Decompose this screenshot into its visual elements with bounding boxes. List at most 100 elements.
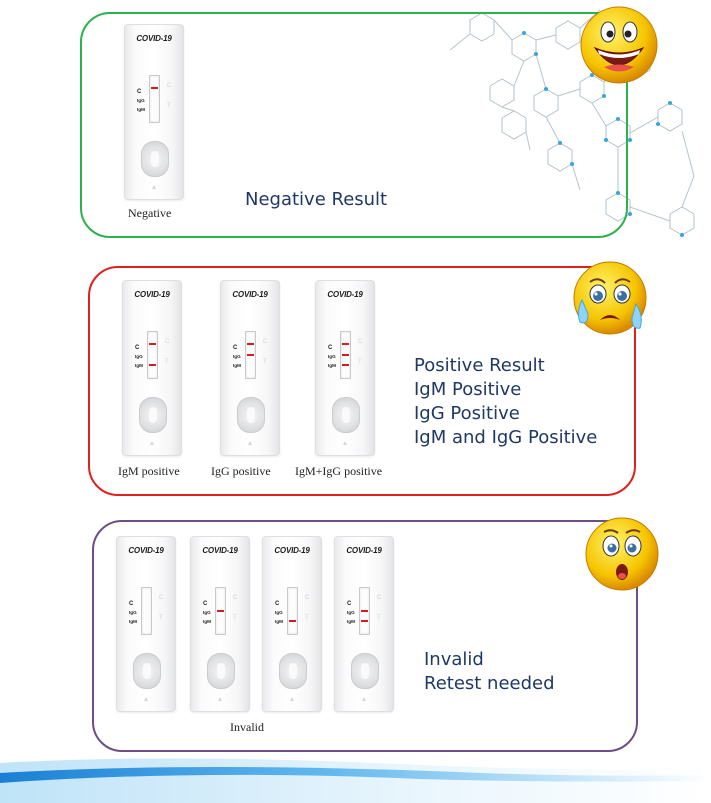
test-line [342, 364, 349, 366]
strip-title: COVID-19 [128, 546, 164, 555]
arrow-mark [144, 697, 148, 701]
test-strip: COVID-19 C IgG IgM C T [262, 536, 322, 712]
strip-mark-t: T [263, 359, 267, 365]
result-window [147, 331, 158, 379]
test-strip: COVID-19 C IgG IgM C T [124, 24, 184, 200]
sample-well [351, 653, 379, 689]
test-strip: COVID-19 C IgG IgM C T [334, 536, 394, 712]
strip-label-igg: IgG [137, 98, 145, 103]
negative-result-panel: COVID-19 C IgG IgM C T Negative Negative… [80, 12, 628, 238]
result-window [215, 587, 226, 635]
strip-mark-t: T [167, 103, 171, 109]
control-line [247, 343, 254, 345]
result-window [340, 331, 351, 379]
test-line [289, 620, 296, 622]
strip-mark-c: C [159, 595, 164, 601]
arrow-mark [248, 441, 252, 445]
sample-well [139, 397, 167, 433]
strip-title: COVID-19 [327, 290, 363, 299]
result-text: Negative Result [245, 189, 388, 210]
strip-mark-c: C [358, 339, 363, 345]
sample-well [207, 653, 235, 689]
sample-well [237, 397, 265, 433]
test-strip: COVID-19 C IgG IgM C T [122, 280, 182, 456]
strip-mark-t: T [305, 615, 309, 621]
strip-label-c: C [275, 601, 280, 607]
strip-mark-c: C [233, 595, 238, 601]
result-line: Positive Result [414, 355, 545, 376]
sample-well [279, 653, 307, 689]
strip-label-igg: IgG [347, 610, 355, 615]
strip-label-igm: IgM [137, 107, 145, 112]
strip-label-c: C [347, 601, 352, 607]
strip-label-c: C [203, 601, 208, 607]
result-line: Retest needed [424, 673, 555, 694]
strip-mark-t: T [377, 615, 381, 621]
strip-label-igm: IgM [347, 619, 355, 624]
strip-label-igm: IgM [275, 619, 283, 624]
strip-label-igg: IgG [135, 354, 143, 359]
bottom-wave-banner [0, 758, 711, 803]
control-line [342, 343, 349, 345]
result-window [141, 587, 152, 635]
strip-mark-c: C [167, 83, 172, 89]
result-text: Invalid Retest needed [424, 648, 555, 696]
arrow-mark [290, 697, 294, 701]
result-line: IgG Positive [414, 403, 520, 424]
strip-label-igg: IgG [233, 354, 241, 359]
sample-well [332, 397, 360, 433]
strip-label-igm: IgM [135, 363, 143, 368]
arrow-mark [343, 441, 347, 445]
result-window [149, 75, 160, 123]
test-strip: COVID-19 C IgG IgM C T [220, 280, 280, 456]
positive-result-panel: COVID-19 C IgG IgM C T COVID-19 C IgG Ig… [88, 266, 636, 496]
strip-title: COVID-19 [346, 546, 382, 555]
strip-title: COVID-19 [134, 290, 170, 299]
test-strip: COVID-19 C IgG IgM C T [116, 536, 176, 712]
arrow-mark [150, 441, 154, 445]
strip-label-c: C [137, 89, 142, 95]
strip-title: COVID-19 [274, 546, 310, 555]
result-line: IgM and IgG Positive [414, 427, 598, 448]
arrow-mark [152, 185, 156, 189]
strip-caption: IgM positive [118, 464, 180, 478]
sample-well [133, 653, 161, 689]
strip-label-igg: IgG [203, 610, 211, 615]
test-line [217, 610, 224, 612]
strip-label-c: C [129, 601, 134, 607]
strip-label-c: C [328, 345, 333, 351]
result-line: IgM Positive [414, 379, 522, 400]
test-strip: COVID-19 C IgG IgM C T [315, 280, 375, 456]
strip-label-igg: IgG [129, 610, 137, 615]
test-strip: COVID-19 C IgG IgM C T [190, 536, 250, 712]
strip-label-c: C [135, 345, 140, 351]
strip-title: COVID-19 [232, 290, 268, 299]
strip-label-c: C [233, 345, 238, 351]
strip-caption: Invalid [230, 720, 264, 734]
result-window [245, 331, 256, 379]
strip-mark-c: C [263, 339, 268, 345]
result-text: Positive Result IgM Positive IgG Positiv… [414, 354, 597, 450]
test-line [149, 364, 156, 366]
strip-caption: IgM+IgG positive [295, 464, 383, 478]
arrow-mark [362, 697, 366, 701]
strip-mark-t: T [159, 615, 163, 621]
test-line [361, 610, 368, 612]
result-window [359, 587, 370, 635]
worried-face-icon [585, 517, 659, 591]
strip-mark-c: C [377, 595, 382, 601]
strip-mark-t: T [233, 615, 237, 621]
arrow-mark [218, 697, 222, 701]
strip-label-igm: IgM [129, 619, 137, 624]
strip-caption: Negative [128, 206, 172, 220]
sample-well [141, 141, 169, 177]
strip-label-igm: IgM [233, 363, 241, 368]
control-line [149, 343, 156, 345]
test-line [342, 354, 349, 356]
test-line [361, 620, 368, 622]
invalid-result-panel: COVID-19 C IgG IgM C T COVID-19 C IgG Ig… [92, 520, 638, 752]
strip-mark-c: C [305, 595, 310, 601]
control-line [151, 87, 158, 89]
strip-mark-t: T [165, 359, 169, 365]
crying-face-icon [573, 261, 647, 335]
